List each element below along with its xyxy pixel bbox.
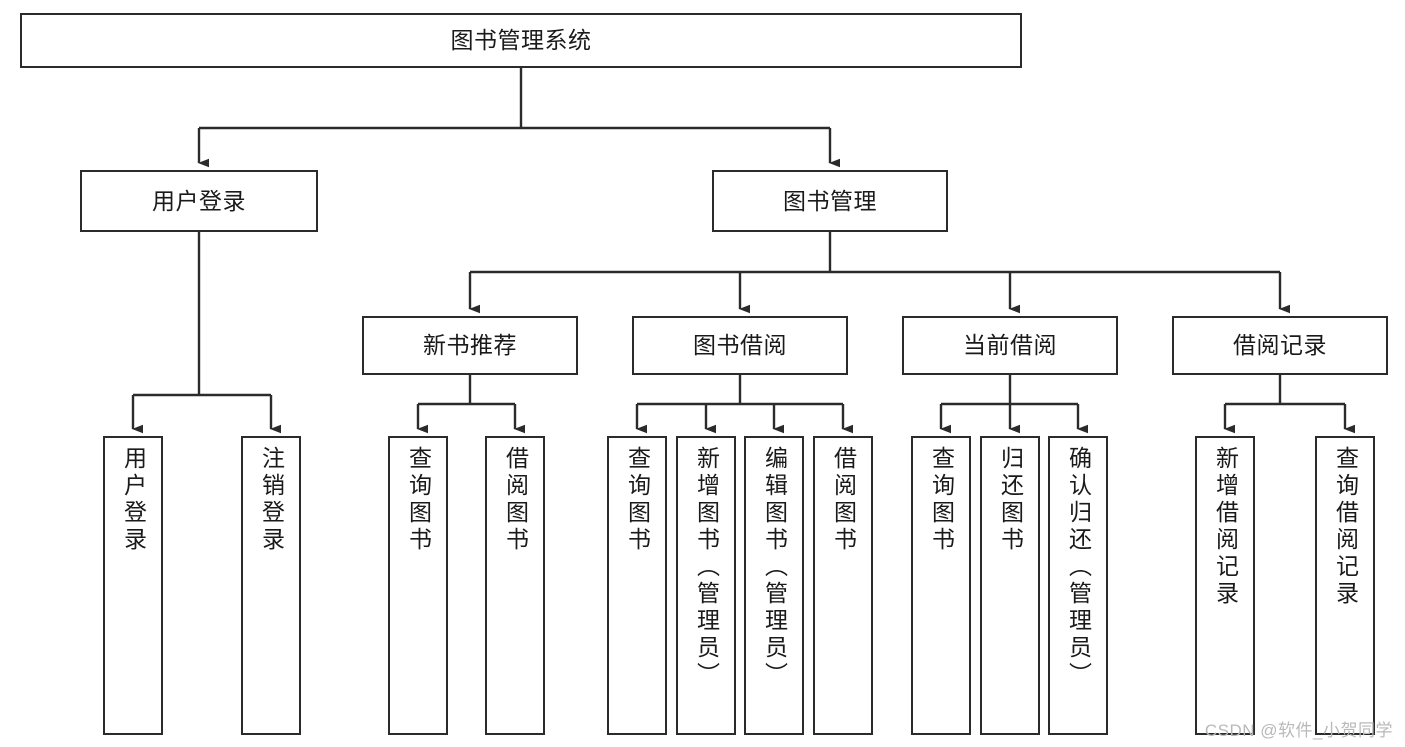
node-label-new-book-recommend: 新书推荐	[423, 332, 517, 359]
node-leaf-add-record[interactable]: 新增借阅记录	[1195, 436, 1255, 735]
node-leaf-borrow-book-2[interactable]: 借阅图书	[813, 436, 873, 735]
node-leaf-user-login[interactable]: 用户登录	[103, 436, 163, 735]
node-label-current-borrow: 当前借阅	[963, 332, 1057, 359]
node-leaf-query-record[interactable]: 查询借阅记录	[1315, 436, 1375, 735]
node-label-root: 图书管理系统	[450, 27, 592, 54]
node-leaf-logout[interactable]: 注销登录	[241, 436, 301, 735]
node-label-leaf-query-record: 查询借阅记录	[1332, 446, 1359, 608]
node-leaf-confirm-return[interactable]: 确认归还（管理员）	[1048, 436, 1108, 735]
node-current-borrow[interactable]: 当前借阅	[902, 316, 1118, 375]
node-leaf-add-book[interactable]: 新增图书（管理员）	[676, 436, 736, 735]
node-leaf-query-book-2[interactable]: 查询图书	[607, 436, 667, 735]
node-label-leaf-edit-book: 编辑图书（管理员）	[761, 446, 788, 689]
node-label-leaf-query-book-3: 查询图书	[928, 446, 955, 554]
node-label-leaf-confirm-return: 确认归还（管理员）	[1065, 446, 1092, 689]
node-leaf-query-book-1[interactable]: 查询图书	[388, 436, 448, 735]
node-label-leaf-borrow-book-2: 借阅图书	[830, 446, 857, 554]
node-label-book-borrow: 图书借阅	[693, 332, 787, 359]
node-leaf-borrow-book-1[interactable]: 借阅图书	[485, 436, 545, 735]
node-book-manage[interactable]: 图书管理	[712, 170, 948, 232]
csdn-watermark: CSDN @软件_小贺同学	[1204, 721, 1393, 740]
node-label-leaf-user-login: 用户登录	[120, 446, 147, 554]
node-user-login[interactable]: 用户登录	[80, 170, 318, 232]
node-label-leaf-add-book: 新增图书（管理员）	[693, 446, 720, 689]
node-label-leaf-query-book-1: 查询图书	[405, 446, 432, 554]
node-label-book-manage: 图书管理	[783, 187, 877, 214]
node-new-book-recommend[interactable]: 新书推荐	[362, 316, 578, 375]
node-label-borrow-record: 借阅记录	[1233, 332, 1327, 359]
node-book-borrow[interactable]: 图书借阅	[632, 316, 848, 375]
node-label-leaf-query-book-2: 查询图书	[624, 446, 651, 554]
node-root-system[interactable]: 图书管理系统	[20, 13, 1022, 68]
node-label-leaf-borrow-book-1: 借阅图书	[502, 446, 529, 554]
node-leaf-edit-book[interactable]: 编辑图书（管理员）	[744, 436, 804, 735]
node-label-leaf-add-record: 新增借阅记录	[1212, 446, 1239, 608]
node-borrow-record[interactable]: 借阅记录	[1172, 316, 1388, 375]
node-label-leaf-logout: 注销登录	[258, 446, 285, 554]
node-leaf-return-book[interactable]: 归还图书	[980, 436, 1040, 735]
node-label-leaf-return-book: 归还图书	[997, 446, 1024, 554]
node-leaf-query-book-3[interactable]: 查询图书	[911, 436, 971, 735]
node-label-user-login: 用户登录	[152, 187, 246, 214]
